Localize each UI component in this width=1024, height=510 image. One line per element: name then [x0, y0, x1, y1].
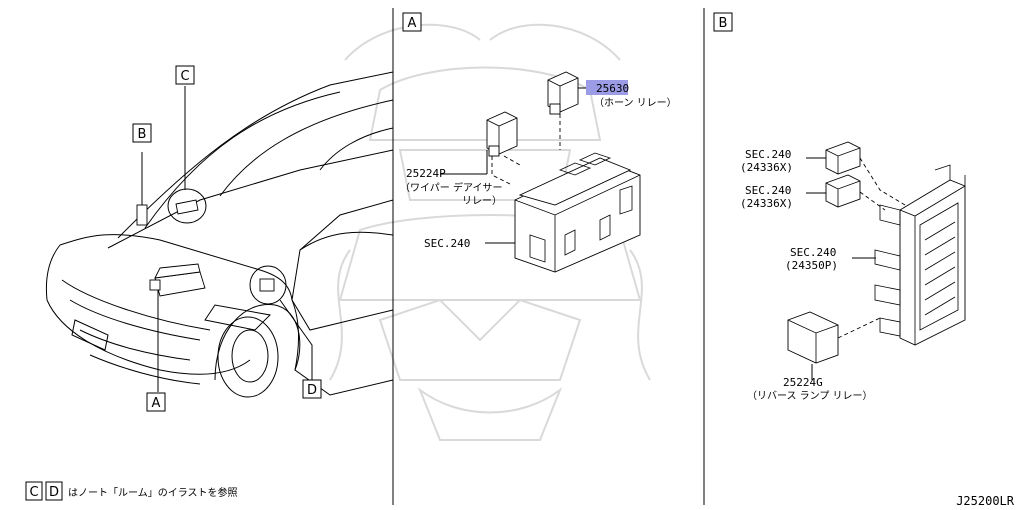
svg-text:SEC.240: SEC.240: [790, 246, 836, 259]
callout-b: B: [132, 123, 152, 143]
svg-text:(24350P): (24350P): [785, 259, 838, 272]
horn-relay: [547, 71, 579, 115]
diagram-code: J25200LR: [956, 494, 1015, 508]
svg-text:A: A: [408, 16, 417, 31]
svg-text:25630: 25630: [596, 82, 629, 95]
relay1-label: SEC.240 (24336X): [740, 148, 826, 174]
reverse-lamp-relay: [787, 311, 839, 364]
footnote: C D はノート「ルーム」のイラストを参照: [25, 481, 238, 501]
callout-a: A: [146, 392, 166, 412]
svg-text:(24336X): (24336X): [740, 197, 793, 210]
relay2-label: SEC.240 (24336X): [740, 184, 826, 210]
svg-text:（ワイパー デアイサー: （ワイパー デアイサー: [400, 181, 502, 194]
svg-text:SEC.240: SEC.240: [745, 184, 791, 197]
fuse-block-24350p: [874, 164, 966, 346]
panel-b-label: B: [713, 12, 733, 32]
wiper-relay-label: 25224P （ワイパー デアイサー リレー）: [400, 150, 502, 207]
block-label: SEC.240 (24350P): [785, 246, 876, 272]
svg-text:SEC.240: SEC.240: [745, 148, 791, 161]
panel-a-label: A: [402, 12, 422, 32]
svg-text:（ホーン リレー）: （ホーン リレー）: [594, 97, 677, 109]
svg-text:リレー）: リレー）: [462, 195, 502, 207]
footnote-text: はノート「ルーム」のイラストを参照: [68, 486, 238, 499]
fuse-relay-block: [514, 152, 641, 273]
wiper-relay: [486, 111, 518, 157]
svg-text:A: A: [152, 396, 161, 411]
car-illustration: [45, 71, 394, 398]
svg-text:B: B: [719, 16, 728, 31]
svg-text:（リバース ランプ リレー）: （リバース ランプ リレー）: [747, 390, 873, 402]
svg-text:SEC.240: SEC.240: [424, 237, 470, 250]
svg-text:B: B: [138, 127, 147, 142]
svg-text:C: C: [180, 69, 189, 84]
svg-text:(24336X): (24336X): [740, 161, 793, 174]
relay-24336x-1: [825, 141, 861, 175]
svg-text:D: D: [49, 485, 59, 500]
callout-c: C: [175, 65, 195, 85]
svg-text:C: C: [29, 485, 38, 500]
horn-relay-label: 25630 （ホーン リレー）: [578, 80, 677, 109]
svg-text:25224P: 25224P: [406, 167, 446, 180]
svg-text:25224G: 25224G: [783, 376, 823, 389]
relay-24336x-2: [825, 174, 861, 208]
reverse-relay-label: 25224G （リバース ランプ リレー）: [747, 364, 873, 402]
sec240-a-label: SEC.240: [424, 237, 515, 250]
svg-text:D: D: [307, 383, 317, 398]
callout-d: D: [302, 379, 322, 399]
